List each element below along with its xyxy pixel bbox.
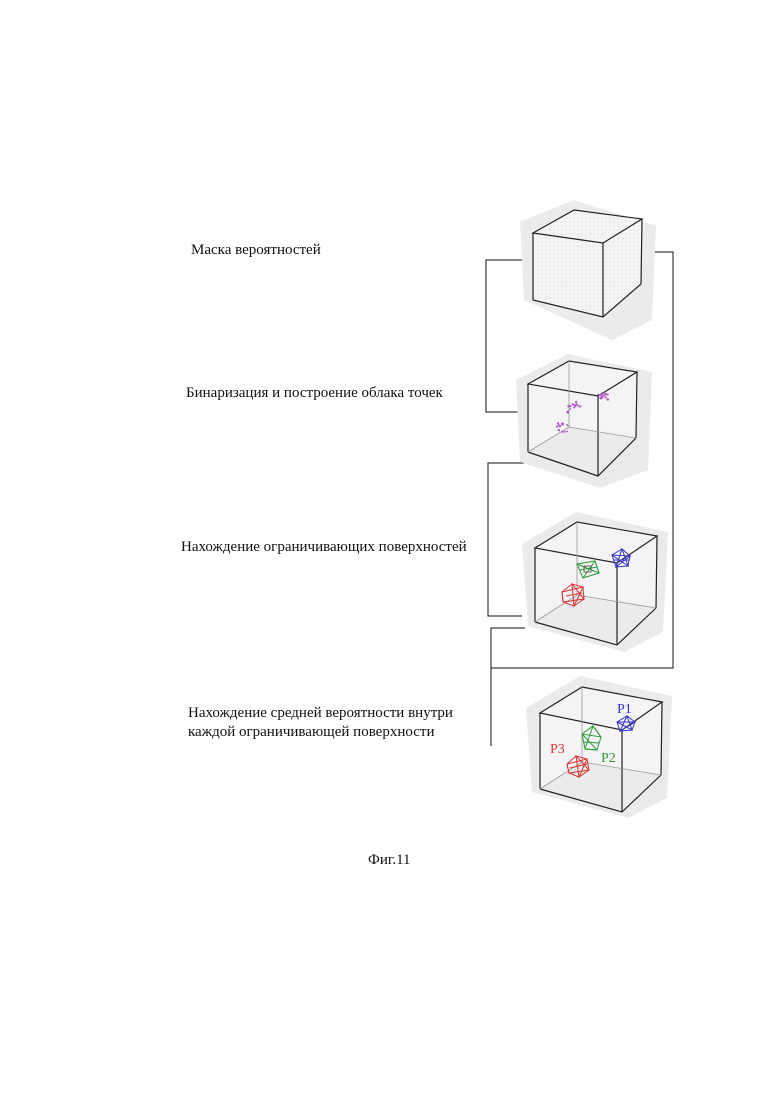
point-cloud-dot — [568, 405, 570, 407]
point-cloud-dot — [604, 396, 606, 398]
point-cloud-dot — [562, 423, 564, 425]
point-cloud-dot — [558, 429, 560, 431]
region-label-p3: P3 — [550, 742, 565, 757]
point-cloud-dot — [578, 406, 580, 408]
region-label-p1: P1 — [617, 702, 632, 717]
point-cloud-dot — [602, 392, 604, 394]
region-label-p2: P2 — [601, 751, 616, 766]
cube-back-wall-right — [569, 361, 637, 438]
point-cloud-dot — [564, 431, 566, 433]
cube-back-wall-right — [574, 210, 642, 284]
point-cloud-dot — [569, 408, 571, 410]
bracket-binarization-to-surfaces — [488, 463, 526, 616]
cube-mean-probability: P1 P2 P3 — [526, 676, 672, 818]
bracket-surfaces-to-mean — [491, 628, 525, 746]
point-cloud-dot — [567, 411, 569, 413]
point-cloud-dot — [602, 395, 604, 397]
point-cloud-dot — [597, 394, 599, 396]
cube-point-cloud — [516, 354, 652, 488]
point-cloud-dot — [575, 402, 577, 404]
cube-bounding-surfaces — [522, 512, 668, 652]
cube-probability-mask — [520, 200, 656, 340]
point-cloud-dot — [556, 425, 558, 427]
point-cloud-dot — [606, 398, 609, 401]
point-cloud-dot — [566, 424, 568, 426]
point-cloud-dot — [558, 424, 560, 426]
point-cloud-dot — [561, 431, 563, 433]
point-cloud-dot — [599, 397, 602, 400]
point-cloud-dot — [604, 393, 607, 396]
point-cloud-dot — [599, 394, 601, 396]
point-cloud-dot — [566, 431, 568, 433]
point-cloud-dot — [607, 394, 609, 396]
connector-lines — [486, 252, 673, 746]
point-cloud-dot — [574, 405, 577, 408]
point-cloud-dot — [577, 404, 579, 406]
point-cloud-dot — [572, 403, 575, 406]
